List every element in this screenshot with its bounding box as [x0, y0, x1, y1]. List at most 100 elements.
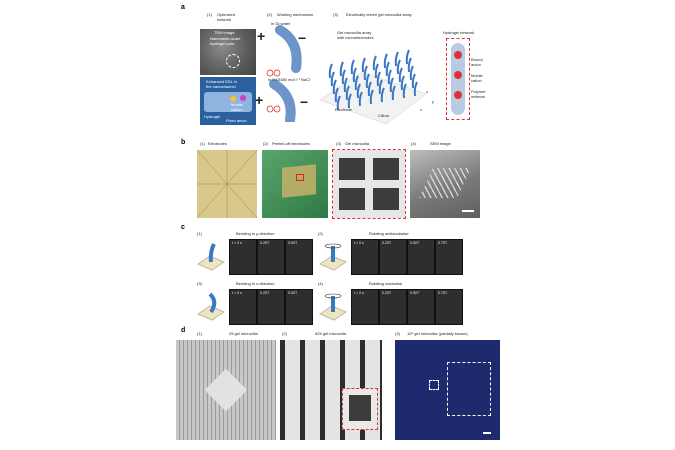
panel-c-letter: c	[181, 224, 185, 231]
c4-caption: Rotating clockwise	[369, 281, 403, 286]
d3-number: (3)	[395, 331, 400, 336]
array-label1: Gel microcilia array	[337, 30, 372, 35]
plus-sign-top: +	[257, 28, 266, 44]
cilium-label: Cilium	[378, 113, 390, 118]
c1-frame-2: 0.50T	[285, 239, 313, 275]
sem-image	[410, 150, 480, 218]
cilium-mark	[352, 67, 357, 83]
cation-dot	[230, 96, 236, 102]
c1-number: (1)	[197, 231, 202, 236]
d3-caption: 10⁴ gel microcilia (partially shown)	[407, 331, 468, 336]
cilium-mark	[356, 83, 361, 99]
electrodes-image	[196, 149, 258, 219]
b1-caption: Electrodes	[208, 141, 227, 146]
a3-caption: Electrically driven gel microcilia array	[346, 12, 412, 17]
cilium-mark	[398, 67, 403, 83]
plus-sign-bottom: +	[255, 92, 264, 108]
d3-inset	[447, 362, 491, 416]
c2-schematic	[318, 243, 348, 271]
c2-number: (2)	[318, 231, 323, 236]
electrode-label: Electrode	[335, 107, 352, 112]
cilium-mark	[345, 85, 350, 101]
cilium-mark	[361, 57, 366, 73]
mobile-cation-label: Mobile cation	[231, 102, 243, 112]
cilia-array-diagram	[319, 49, 427, 125]
axis-y: y	[432, 99, 434, 104]
d2-inset	[342, 388, 378, 430]
c2-frame-2: 0.50T	[407, 239, 435, 275]
c2-caption: Rotating anticlockwise	[369, 231, 409, 236]
d1-caption: 25 gel microcilia	[229, 331, 258, 336]
cilium-mark	[380, 87, 385, 103]
cilium-mark	[383, 53, 388, 69]
c2-frame-1: 0.25T	[379, 239, 407, 275]
di-water-label: In DI water	[271, 21, 291, 26]
cilium-mark	[405, 49, 410, 65]
edl-label2: the nanochannel	[206, 84, 236, 89]
panel-d-letter: d	[181, 327, 186, 334]
c4-frame-2: 0.50T	[407, 289, 435, 325]
cilium-mark	[409, 65, 414, 81]
cilium-mark	[391, 85, 396, 101]
a2-number: (2)	[267, 12, 272, 17]
gel-microcilia-image	[332, 149, 406, 219]
tem-label: TEM image	[214, 30, 235, 35]
c3-number: (3)	[197, 281, 202, 286]
cilium-mark	[378, 79, 383, 95]
anion-dot	[240, 95, 246, 101]
b4-number: (4)	[411, 141, 416, 146]
cilium-mark	[402, 83, 407, 99]
cilium-mark	[354, 75, 359, 91]
mechanism-diagram	[266, 25, 302, 122]
d2-caption: 625 gel microcilia	[315, 331, 346, 336]
minus-sign-top: −	[298, 30, 307, 46]
cilium-mark	[336, 95, 341, 111]
c4-frame-3: 0.75T	[435, 289, 463, 325]
c4-frame-0: t = 0 s	[351, 289, 379, 325]
cilium-mark	[343, 77, 348, 93]
fixed-anion-label: Fixed anion	[226, 118, 247, 123]
c3-schematic	[196, 292, 226, 321]
cilium-mark	[358, 91, 363, 107]
cilium-mark	[396, 59, 401, 75]
minus-sign-bottom: −	[300, 94, 309, 110]
cilium-mark	[387, 69, 392, 85]
nacl-label: In 0.15380 mol l⁻¹ NaCl	[268, 77, 310, 82]
bound-anion-label: Bound anion	[471, 57, 483, 67]
b4-caption: SEM image	[430, 141, 451, 146]
panel-a-letter: a	[181, 4, 185, 11]
c4-frame-1: 0.25T	[379, 289, 407, 325]
cilium-mark	[334, 87, 339, 103]
pore-circle	[226, 54, 240, 68]
cilium-mark	[330, 71, 335, 87]
b2-number: (2)	[263, 141, 268, 146]
c2-frame-0: t = 0 s	[351, 239, 379, 275]
cilium-mark	[347, 93, 352, 109]
d1-number: (1)	[197, 331, 202, 336]
d2-image	[280, 340, 382, 440]
d3-image	[395, 340, 500, 440]
cilium-mark	[363, 65, 368, 81]
edl-label1: Enhanced EDL in	[206, 79, 237, 84]
d2-number: (2)	[282, 331, 287, 336]
c3-caption: Bending in x-direction	[236, 281, 275, 286]
tem-note: Nanometer-scale hydrogel pore	[210, 36, 241, 46]
edl-diagram: Enhanced EDL in the nanochannel Mobile c…	[200, 77, 256, 125]
mobile-cation2-label: Mobile cation	[471, 73, 483, 83]
hydrogel-network-label: Hydrogel network	[443, 30, 475, 35]
c4-schematic	[318, 293, 348, 321]
cilium-mark	[411, 73, 416, 89]
array-label2: with microelectrodes	[337, 35, 374, 40]
polymer-network-label: Polymer network	[471, 89, 486, 99]
a1-caption: Optimized network	[217, 12, 236, 22]
a2-caption: Working mechanism	[277, 12, 314, 17]
cilium-mark	[374, 63, 379, 79]
scale-bar	[462, 210, 474, 212]
c1-caption: Bending in y-direction	[236, 231, 275, 236]
cilium-mark	[339, 61, 344, 77]
tem-image: TEM image Nanometer-scale hydrogel pore	[200, 29, 256, 75]
cilium-mark	[376, 71, 381, 87]
cilium-mark	[369, 89, 374, 105]
c1-frame-1: 0.25T	[257, 239, 285, 275]
cilium-mark	[365, 73, 370, 89]
